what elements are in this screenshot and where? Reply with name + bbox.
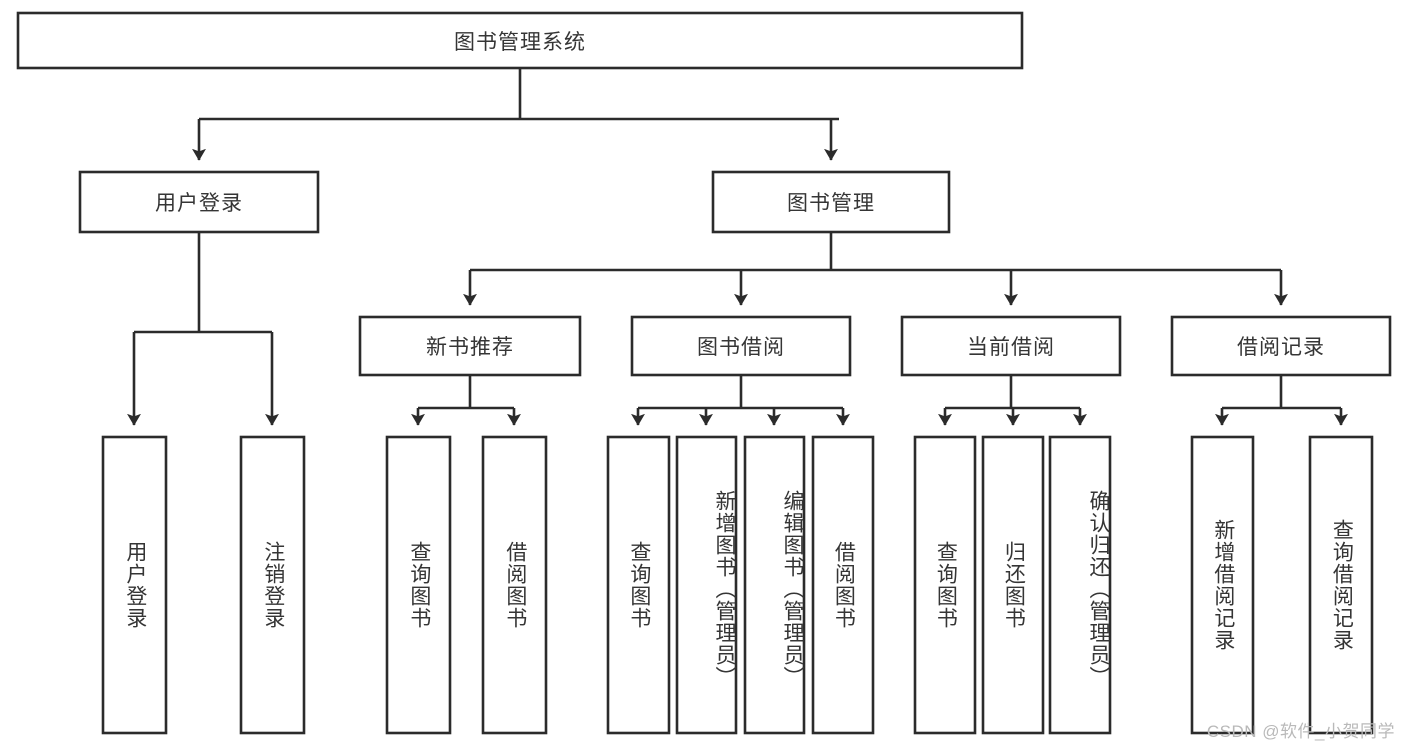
node-box-new-book-rec[interactable] [358,315,582,377]
node-box-leaf-return-book[interactable] [981,435,1045,735]
node-box-leaf-borrow-book-1[interactable] [481,435,548,735]
node-box-borrow-record[interactable] [1170,315,1392,377]
node-box-leaf-user-login[interactable] [101,435,168,735]
node-box-leaf-query-book-2[interactable] [606,435,671,735]
node-box-leaf-query-book-1[interactable] [385,435,452,735]
node-box-leaf-query-book-3[interactable] [913,435,977,735]
node-box-user-login[interactable] [78,170,320,234]
node-box-book-borrow[interactable] [630,315,852,377]
connector-layer [127,68,1348,426]
node-box-leaf-borrow-book-2[interactable] [811,435,875,735]
node-box-leaf-logout[interactable] [239,435,306,735]
node-box-leaf-edit-book[interactable] [743,435,806,735]
node-box-leaf-add-record[interactable] [1190,435,1255,735]
node-box-leaf-query-record[interactable] [1308,435,1374,735]
node-box-current-borrow[interactable] [900,315,1122,377]
watermark-text: CSDN @软件_小贺同学 [1206,722,1395,741]
node-layer [16,11,1392,735]
node-box-root[interactable] [16,11,1024,70]
node-box-book-manage[interactable] [711,170,951,234]
node-box-leaf-confirm-return[interactable] [1048,435,1112,735]
node-box-leaf-add-book[interactable] [675,435,738,735]
